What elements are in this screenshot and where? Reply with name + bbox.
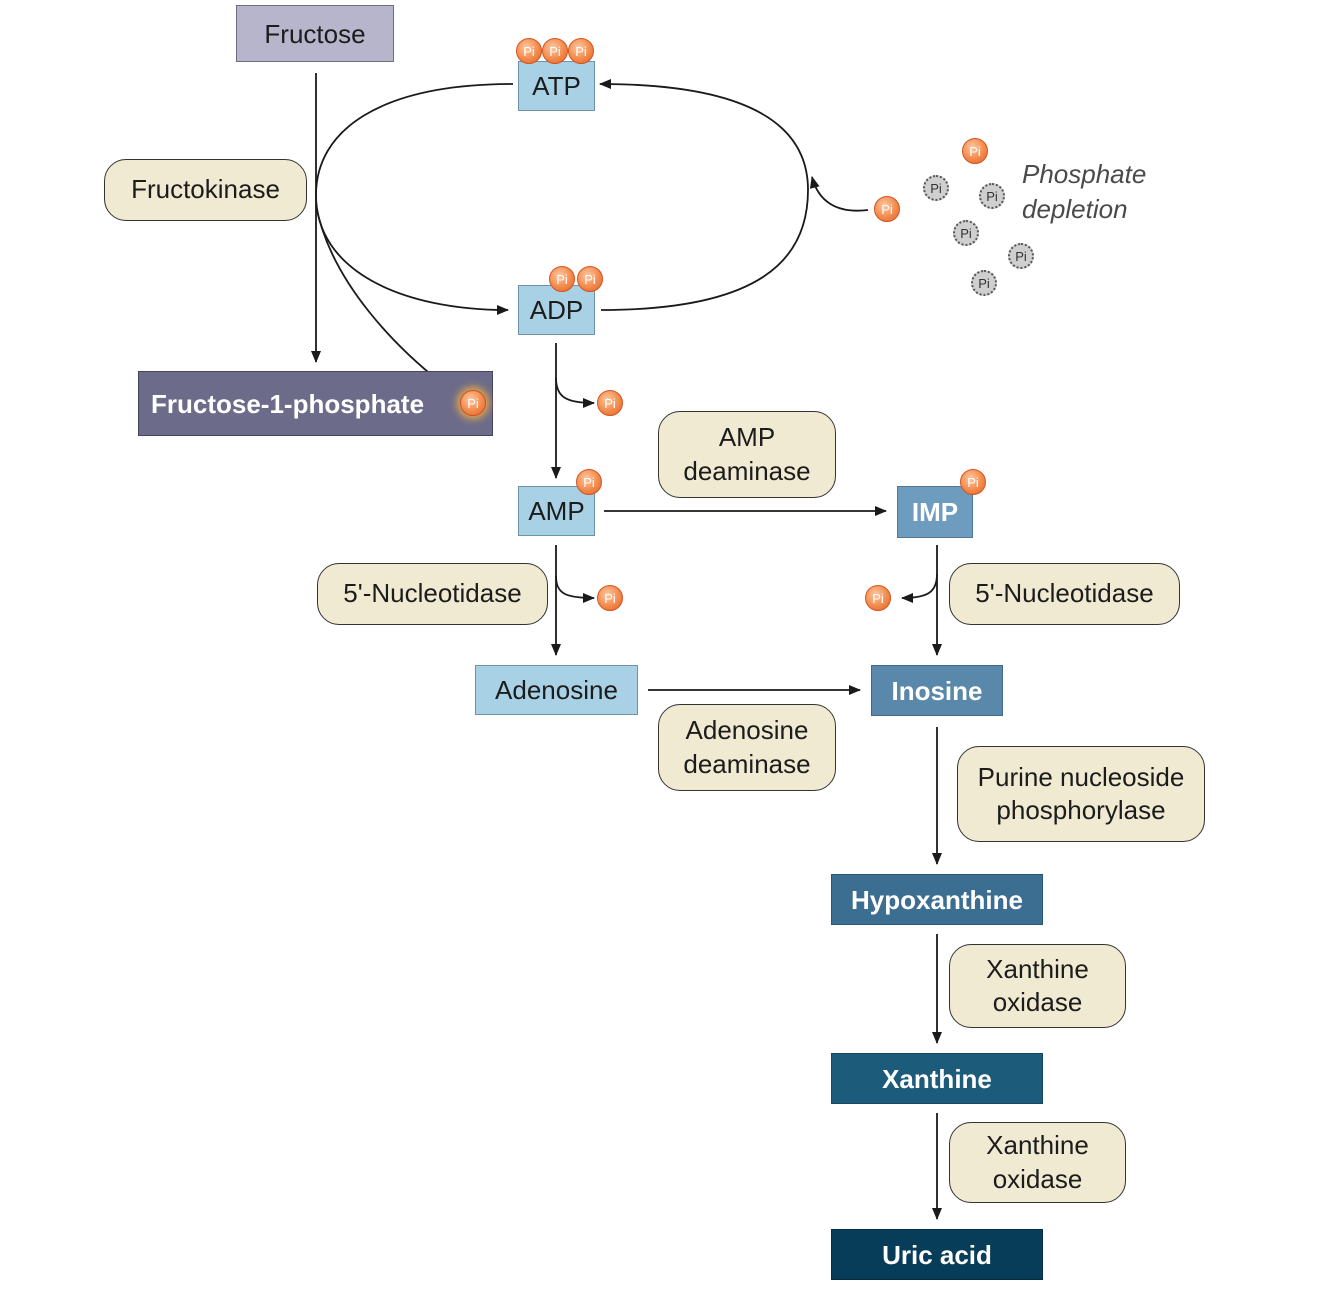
arrow-phosphate-input [809,176,869,212]
arrow-atp-to-adp [315,83,514,315]
enzyme-pnp-line1: Purine nucleoside [977,761,1185,792]
enzyme-adenosine-deaminase-line1: Adenosine [685,715,809,746]
arrow-phosphate-transfer [315,204,461,398]
phosphate-free-2: Pi [874,196,900,222]
node-hypoxanthine: Hypoxanthine [831,874,1043,925]
phosphate-released-adp: Pi [597,390,623,416]
enzyme-5-nucleotidase-right: 5'-Nucleotidase [949,563,1180,625]
node-amp: AMP [518,486,595,536]
phosphate-depleted-5: Pi [971,270,997,296]
enzyme-5-nucleotidase-left: 5'-Nucleotidase [317,563,548,625]
enzyme-xanthine-oxidase-2-line1: Xanthine [986,1130,1089,1161]
phosphate-depletion-line2: depletion [1022,194,1128,225]
phosphate-atp-3: Pi [568,38,594,64]
enzyme-amp-deaminase-line2: deaminase [683,455,811,486]
arrow-adp-to-atp [599,79,809,311]
node-xanthine: Xanthine [831,1053,1043,1104]
node-atp: ATP [518,61,595,111]
enzyme-amp-deaminase-line1: AMP [718,422,776,453]
phosphate-adp-1: Pi [549,266,575,292]
arrow-pi-release-imp [901,573,938,603]
arrow-pi-release-adp [555,377,595,408]
phosphate-depleted-1: Pi [923,175,949,201]
node-uric-acid: Uric acid [831,1229,1043,1280]
phosphate-released-amp: Pi [597,585,623,611]
node-inosine: Inosine [871,665,1003,716]
node-adp: ADP [518,285,595,335]
enzyme-pnp-line2: phosphorylase [996,795,1166,825]
phosphate-depletion-caption: Phosphate depletion [1022,157,1146,227]
enzyme-xanthine-oxidase-1-line1: Xanthine [986,953,1089,984]
node-imp: IMP [897,486,973,538]
node-fructose: Fructose [236,5,394,62]
phosphate-free-1: Pi [962,138,988,164]
enzyme-xanthine-oxidase-2-line2: oxidase [992,1163,1083,1194]
phosphate-fructose-1-phosphate: Pi [460,390,486,416]
enzyme-xanthine-oxidase-1-line2: oxidase [992,987,1083,1017]
phosphate-depleted-2: Pi [979,183,1005,209]
phosphate-atp-2: Pi [542,38,568,64]
phosphate-depleted-4: Pi [1008,243,1034,269]
enzyme-adenosine-deaminase-line2: deaminase [683,748,811,779]
phosphate-depletion-line1: Phosphate [1022,159,1147,189]
phosphate-imp: Pi [960,469,986,495]
enzyme-fructokinase: Fructokinase [104,159,307,221]
phosphate-amp: Pi [576,469,602,495]
node-fructose-1-phosphate: Fructose-1-phosphate [138,371,493,436]
phosphate-depleted-3: Pi [953,220,979,246]
phosphate-released-imp: Pi [865,585,891,611]
phosphate-adp-2: Pi [577,266,603,292]
node-adenosine: Adenosine [475,665,638,715]
arrow-pi-release-amp [555,575,595,603]
phosphate-atp-1: Pi [516,38,542,64]
